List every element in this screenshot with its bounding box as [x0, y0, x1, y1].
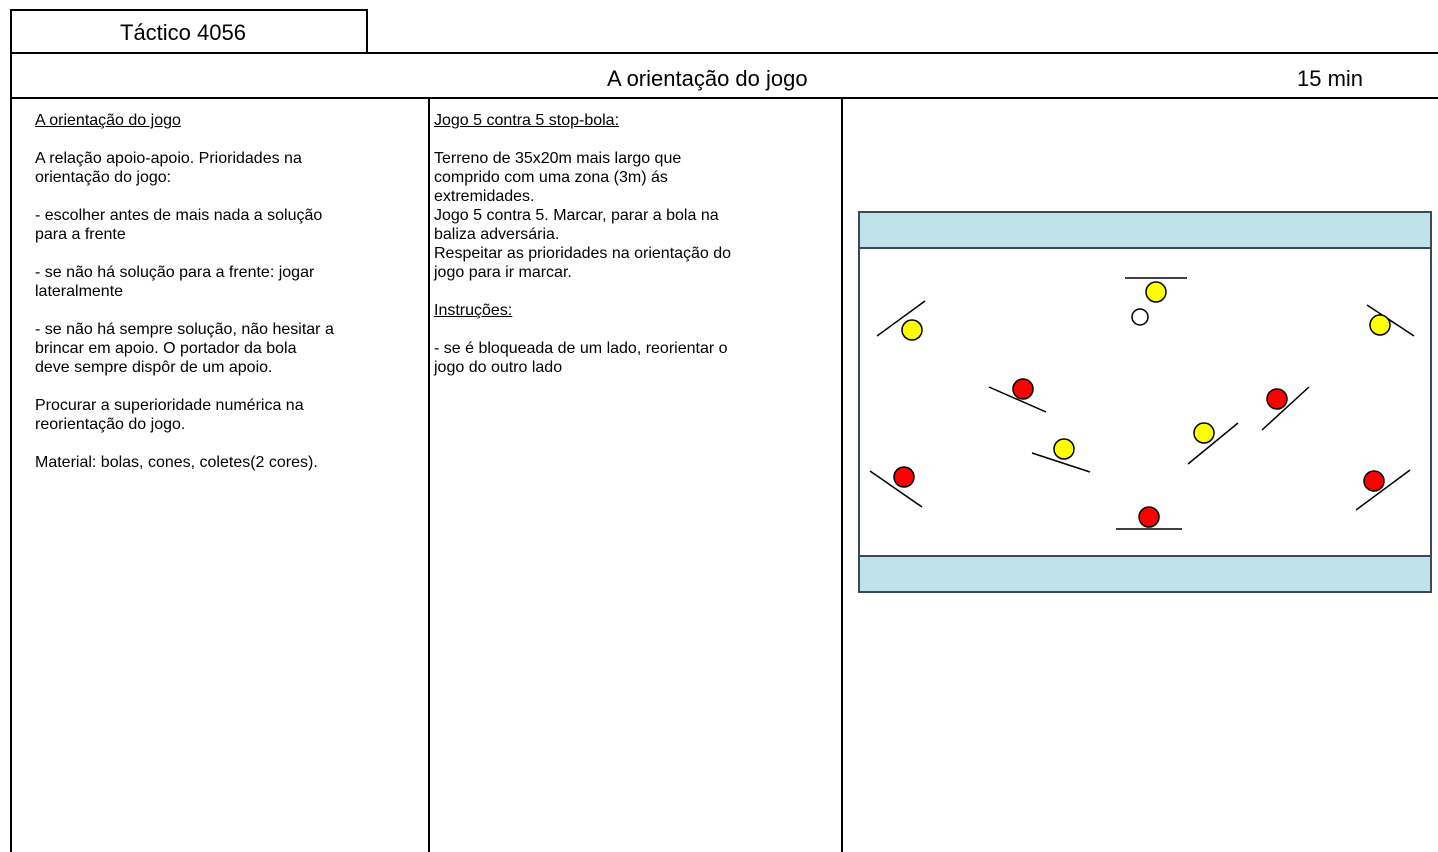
red-player — [893, 466, 915, 488]
player-orientation-line — [1366, 304, 1415, 337]
player-orientation-line — [1187, 422, 1239, 465]
priority-point-3: - se não há sempre solução, não hesitar … — [35, 321, 334, 376]
player-orientation-line — [1261, 386, 1310, 431]
exercise-code: Táctico 4056 — [10, 9, 368, 52]
priority-point-1: - escolher antes de mais nada a solução … — [35, 207, 323, 243]
player-orientation-line — [876, 300, 926, 337]
player-orientation-line — [988, 386, 1047, 413]
objectives-column: A orientação do jogo A relação apoio-apo… — [10, 99, 428, 852]
field — [858, 211, 1432, 593]
yellow-player — [1145, 281, 1167, 303]
red-player — [1138, 506, 1160, 528]
player-orientation-line — [869, 470, 923, 508]
field-diagram — [858, 211, 1432, 593]
player-orientation-line — [1355, 469, 1411, 511]
yellow-player — [1053, 438, 1075, 460]
top-end-zone — [858, 211, 1432, 249]
instruction-1: - se é bloqueada de um lado, reorientar … — [434, 340, 728, 376]
exercise-duration: 15 min — [1297, 66, 1364, 91]
priority-point-2: - se não há solução para a frente: jogar… — [35, 264, 315, 300]
exercise-title: A orientação do jogo — [607, 66, 808, 91]
organization-column: Jogo 5 contra 5 stop-bola: Terreno de 35… — [428, 99, 841, 852]
red-player — [1012, 378, 1034, 400]
diagram-column — [841, 99, 1438, 852]
header-row: A orientação do jogo 15 min — [10, 52, 1438, 99]
objectives-heading: A orientação do jogo — [35, 112, 181, 129]
objectives-intro: A relação apoio-apoio. Prioridades na or… — [35, 150, 302, 186]
player-orientation-line — [1031, 452, 1091, 473]
bottom-end-zone — [858, 555, 1432, 593]
yellow-player — [1369, 314, 1391, 336]
organization-description: Terreno de 35x20m mais largo que comprid… — [434, 150, 732, 281]
instructions-heading: Instruções: — [434, 302, 513, 319]
material-note: Material: bolas, cones, coletes(2 cores)… — [35, 454, 318, 471]
superiority-note: Procurar a superioridade numérica na reo… — [35, 397, 304, 433]
red-player — [1266, 388, 1288, 410]
yellow-player — [1193, 422, 1215, 444]
yellow-player — [901, 319, 923, 341]
ball — [1131, 308, 1149, 326]
organization-heading: Jogo 5 contra 5 stop-bola: — [434, 112, 620, 129]
red-player — [1363, 470, 1385, 492]
